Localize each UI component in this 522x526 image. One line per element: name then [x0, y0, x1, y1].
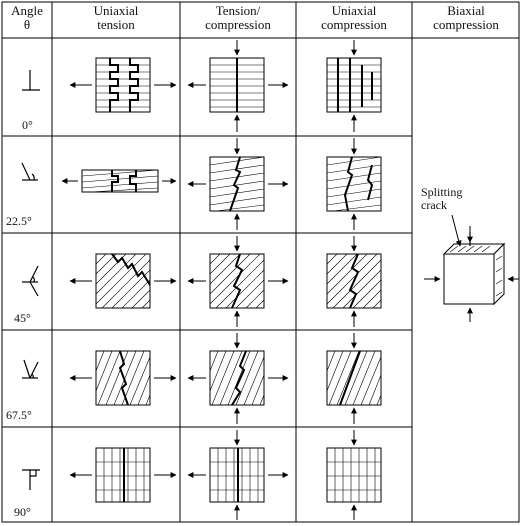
header-col3-line2: compression — [321, 17, 387, 32]
angle-0-icon — [22, 70, 40, 91]
angle-label-0: 0° — [22, 118, 33, 132]
header-uniaxial-compression: Uniaxial compression — [298, 4, 410, 32]
row-0deg — [22, 40, 382, 132]
crack-label-line1: Splitting — [421, 185, 463, 199]
panel-compression-45 — [326, 236, 382, 327]
header-col4-line2: compression — [433, 17, 499, 32]
panel-compression-67 — [326, 333, 382, 424]
angle-label-45: 45° — [14, 311, 31, 325]
panel-tension-compression-90 — [187, 430, 289, 520]
header-uniaxial-tension: Uniaxial tension — [54, 4, 178, 32]
panel-tension-compression-0 — [187, 40, 289, 132]
angle-label-67: 67.5° — [6, 408, 32, 422]
angle-67-icon — [22, 359, 39, 379]
header-col1-line1: Uniaxial — [93, 3, 139, 18]
header-angle-label: Angle — [11, 3, 43, 18]
header-biaxial-compression: Biaxial compression — [414, 4, 518, 32]
panel-tension-45 — [69, 253, 177, 309]
header-theta-label: θ — [23, 17, 31, 32]
crack-label-line2: crack — [421, 198, 447, 212]
panel-tension-67 — [69, 350, 177, 406]
panel-tension-22 — [61, 169, 177, 193]
panel-tension-compression-45 — [187, 236, 289, 327]
panel-compression-0 — [326, 40, 382, 132]
angle-22-icon — [21, 162, 38, 181]
angle-45-icon — [22, 265, 39, 297]
row-45deg — [22, 236, 382, 327]
panel-tension-compression-22 — [187, 138, 289, 230]
header-col1-line2: tension — [97, 17, 135, 32]
angle-label-90: 90° — [14, 505, 31, 519]
splitting-crack-label: Splitting crack — [421, 186, 462, 212]
panel-compression-90 — [326, 430, 382, 520]
header-col2-line1: Tension/ — [215, 3, 261, 18]
header-col4-line1: Biaxial — [447, 3, 485, 18]
angle-label-22: 22.5° — [6, 214, 32, 228]
header-tension-compression: Tension/ compression — [182, 4, 294, 32]
row-67deg — [22, 333, 382, 424]
panel-tension-90 — [69, 447, 177, 503]
row-90deg — [22, 430, 382, 520]
panel-compression-22 — [326, 138, 382, 230]
header-col3-line1: Uniaxial — [331, 3, 377, 18]
panel-tension-0 — [69, 57, 177, 113]
row-22deg — [21, 138, 382, 230]
panel-tension-compression-67 — [187, 333, 289, 424]
biaxial-cube — [424, 214, 519, 322]
angle-90-icon — [22, 469, 40, 490]
header-col2-line2: compression — [205, 17, 271, 32]
header-angle: Angle θ — [4, 4, 50, 32]
